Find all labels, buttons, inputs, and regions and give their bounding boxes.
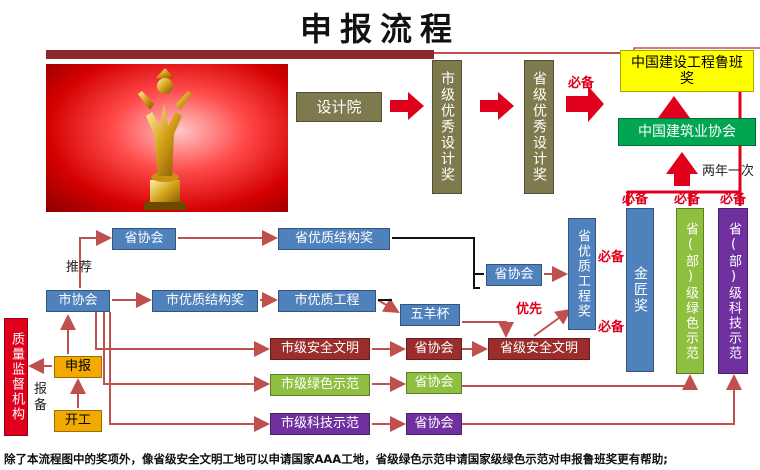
luban-award-box: 中国建设工程鲁班奖 [620, 50, 754, 92]
province-association-box-2: 省协会 [486, 264, 542, 286]
required-label-prov-quality-2: 必备 [598, 320, 625, 335]
golden-trophy-icon [138, 68, 192, 210]
start-box: 开工 [54, 410, 102, 432]
required-label-jinjiang: 必备 [622, 192, 649, 207]
recommend-label: 推荐 [66, 260, 93, 275]
city-safety-box: 市级安全文明 [270, 338, 370, 360]
jinjiang-award-box: 金匠奖 [626, 208, 654, 372]
province-excellent-design-box: 省级优秀设计奖 [524, 60, 554, 194]
quality-supervision-box: 质量监督机构 [4, 318, 28, 436]
required-label-top: 必备 [568, 76, 595, 91]
page-title: 申报流程 [299, 10, 460, 48]
design-institute-box: 设计院 [296, 92, 382, 122]
province-association-box-4: 省协会 [406, 372, 462, 394]
city-association-box: 市协会 [46, 290, 110, 312]
priority-label: 优先 [516, 302, 543, 317]
province-safety-box: 省级安全文明 [488, 338, 590, 360]
city-excellent-design-box: 市级优秀设计奖 [432, 60, 462, 194]
declare-box: 申报 [54, 356, 102, 378]
required-label-green: 必备 [674, 192, 701, 207]
city-quality-structure-box: 市优质结构奖 [152, 290, 258, 312]
china-construction-association-box: 中国建筑业协会 [618, 118, 756, 146]
tech-demo-box: 省(部)级科技示范 [718, 208, 748, 374]
required-label-tech: 必备 [720, 192, 747, 207]
province-association-box-5: 省协会 [406, 413, 462, 435]
city-green-box: 市级绿色示范 [270, 374, 370, 396]
top-divider-bar [46, 50, 434, 59]
every-two-years-label: 两年一次 [702, 164, 755, 179]
wuyang-cup-box: 五羊杯 [400, 304, 460, 326]
report-label: 报备 [34, 382, 48, 413]
province-quality-project-box: 省优质工程奖 [568, 218, 596, 330]
city-quality-project-box: 市优质工程 [278, 290, 376, 312]
required-label-prov-quality-1: 必备 [598, 250, 625, 265]
province-association-box-1: 省协会 [112, 228, 176, 250]
province-quality-structure-box: 省优质结构奖 [278, 228, 390, 250]
green-demo-box: 省(部)级绿色示范 [676, 208, 704, 374]
trophy-image [46, 64, 288, 212]
top-divider-line [434, 52, 634, 54]
footnote: 除了本流程图中的奖项外，像省级安全文明工地可以申请国家AAA工地，省级绿色示范申… [4, 452, 668, 466]
city-tech-box: 市级科技示范 [270, 413, 370, 435]
province-association-box-3: 省协会 [406, 338, 462, 360]
